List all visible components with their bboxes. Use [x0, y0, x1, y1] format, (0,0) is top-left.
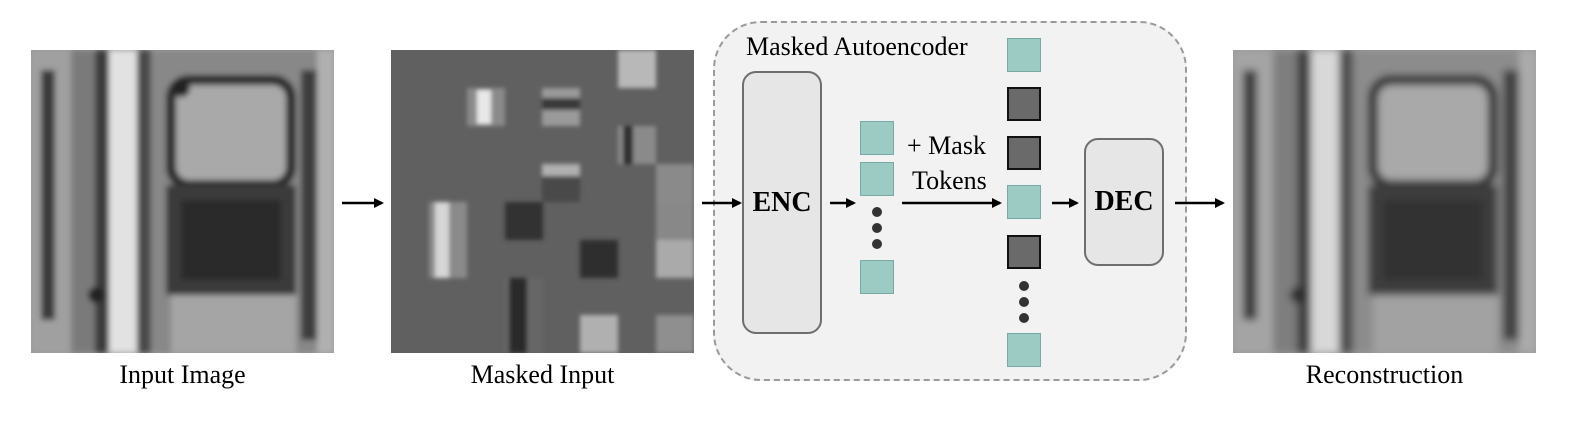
encoded-token [860, 121, 894, 155]
mask-tokens-label-line2: Tokens [912, 166, 987, 195]
encoded-token [860, 162, 894, 196]
mask-tokens-label-line1: + Mask [907, 131, 986, 160]
encoder-block: ENC [742, 71, 822, 334]
visible-token [1007, 185, 1041, 219]
ellipsis-dot [1019, 313, 1029, 323]
masked-input-image [391, 50, 694, 353]
masked-input-caption: Masked Input [470, 360, 615, 389]
mask-token [1007, 87, 1041, 121]
mask-token [1007, 136, 1041, 170]
ellipsis-dot [1019, 297, 1029, 307]
reconstruction-caption: Reconstruction [1305, 360, 1464, 389]
ellipsis-dot [872, 223, 882, 233]
input-image-caption: Input Image [119, 360, 246, 389]
reconstruction-image [1233, 50, 1536, 353]
visible-token [1007, 38, 1041, 72]
decoder-block: DEC [1084, 138, 1164, 266]
ellipsis-dot [1019, 281, 1029, 291]
input-image [31, 50, 334, 353]
ellipsis-dot [872, 207, 882, 217]
encoded-token [860, 260, 894, 294]
mask-token [1007, 235, 1041, 269]
ellipsis-dot [872, 239, 882, 249]
visible-token [1007, 333, 1041, 367]
masked-autoencoder-title: Masked Autoencoder [746, 32, 968, 61]
